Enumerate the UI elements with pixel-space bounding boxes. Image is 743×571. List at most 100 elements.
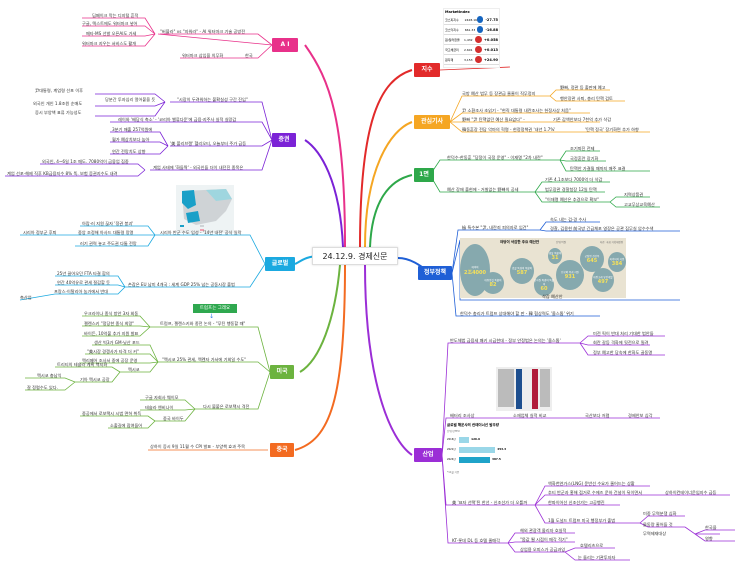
node[interactable]: 지역상품권 bbox=[624, 192, 644, 197]
node[interactable]: 尹 소환조사 초읽기 - "현직 대통령 내란조사는 헌정사상 처음" bbox=[462, 108, 571, 113]
node[interactable]: 삭감 예산안 bbox=[542, 294, 563, 299]
node[interactable]: 트리티의 테슬라 계획 백지화 bbox=[57, 362, 108, 367]
node[interactable]: "이재명 예산은 추경으로 확보" bbox=[545, 197, 600, 202]
node[interactable]: 중공에서 로보택시 시범 면허 취득 bbox=[82, 411, 142, 416]
node[interactable]: 1월 도널드 트럼프 미국 행정부가 출범 bbox=[548, 518, 616, 523]
node[interactable]: 외국인 개인 1.8조원 순매도 bbox=[33, 101, 83, 106]
node[interactable]: 국정혼란 장기화 bbox=[570, 156, 599, 161]
node[interactable]: 기존 감액안보다 7천억 추가 삭감 bbox=[553, 117, 612, 122]
central-topic[interactable]: 24.12.9. 경제신문 bbox=[312, 247, 398, 265]
node[interactable]: 美 '표자 선택'된 한선 - 신조선가 더 오를까 bbox=[452, 500, 528, 505]
node[interactable]: 러기 권력 놓고 주도권 다툼 전망 bbox=[80, 241, 137, 246]
node[interactable]: 워터마크 삽입을 의무화 bbox=[182, 53, 224, 58]
node[interactable]: 워터마크 지우는 서비스도 활개 bbox=[82, 41, 137, 46]
node[interactable]: 구글, 텍스트에도 워터마크 넣어 bbox=[82, 21, 138, 26]
topic-global[interactable]: 글로벌 bbox=[265, 257, 295, 271]
node[interactable]: 추티 반군과 홍해 접거로 수에즈 운하 건널이 뒤이면서 bbox=[548, 490, 643, 495]
node[interactable]: 3분기 매출 257억원에 bbox=[112, 127, 153, 132]
node[interactable]: "몸값 뛸 시점이 매각 적기" bbox=[520, 537, 568, 542]
node[interactable]: 경찰, 김용현 前국방 긴급체포 영장은 공관 집무실 압수수색 bbox=[550, 226, 654, 231]
node[interactable]: 반도체법 금융세 패키 시급한데 - 정부 안정법은 논의는 '올스톱' bbox=[450, 338, 561, 343]
node[interactable]: 메타·MS 선발 오픈AI도 가세 bbox=[86, 31, 137, 36]
node[interactable]: 국산보다 저렴 bbox=[585, 413, 610, 418]
node[interactable]: 행안장관 사퇴, 총리 탄핵 검토 bbox=[560, 96, 613, 101]
topic-industry[interactable]: 산업 bbox=[414, 448, 442, 462]
node[interactable]: 미전 픽이 반대 처리 기대한 법안들 bbox=[593, 331, 654, 336]
node[interactable]: 韓동훈장 전담 악마의 혁명 - 현정정책권 '내년 1.7%' bbox=[462, 127, 556, 132]
topic-ai[interactable]: A I bbox=[272, 38, 298, 52]
node[interactable]: 물동량 줄어들 것 bbox=[643, 522, 673, 527]
node[interactable]: 경제안보 심각 bbox=[628, 413, 653, 418]
node[interactable]: 한덕수 총리가 트럼프 상대해야 할 판 - 韓 협상력도 '올스톱' 위기 bbox=[460, 311, 574, 316]
node[interactable]: 액화천연가스(LNG) 운반선 수요가 줄어드는 상황 bbox=[548, 481, 635, 486]
node[interactable]: 테슬라 엔비나이 bbox=[145, 405, 174, 410]
topic-front[interactable]: 1면 bbox=[414, 168, 434, 182]
node[interactable]: 시리아 정부군 후퇴 bbox=[23, 230, 57, 235]
node[interactable]: 월가 예상치보다 높아 bbox=[112, 137, 150, 142]
topic-china[interactable]: 중국 bbox=[270, 443, 294, 457]
topic-policy[interactable]: 정부정책 bbox=[418, 266, 452, 280]
node[interactable]: KT·롯데 DL 등 호텔 줄매각 bbox=[452, 538, 501, 543]
node[interactable]: "美시장 경쟁사가 타격 더 커" bbox=[87, 349, 139, 354]
node[interactable]: 상하이 증시 9일 11월 수 CPI 발표 - 부양책 효과 주목 bbox=[150, 444, 245, 449]
node[interactable]: 당분간 투자심리 얼어붙을 듯 bbox=[105, 97, 156, 102]
topic-interest[interactable]: 관심기사 bbox=[414, 115, 450, 129]
node[interactable]: 한국을 bbox=[705, 525, 717, 530]
topic-stock[interactable]: 증권 bbox=[272, 133, 296, 147]
node[interactable]: 무역제재대상 bbox=[643, 531, 667, 536]
node[interactable]: 축산업 bbox=[20, 295, 32, 300]
node[interactable]: '탄핵 정국' 장기화면 추가 하향 bbox=[585, 127, 639, 132]
node[interactable]: 檢 특수본 "尹, 내란죄 피의자로 입건" bbox=[462, 225, 529, 230]
node[interactable]: 멕시코 충남익 bbox=[37, 373, 62, 378]
node[interactable]: 조기퇴진 전제 bbox=[570, 146, 595, 151]
node[interactable]: 젤렌스키 "정당한 종식 희망" bbox=[84, 321, 135, 326]
node[interactable]: 회란 갈등 격화에 뒷전으로 밀려 bbox=[593, 340, 649, 345]
node[interactable]: 구글 자회사 웨이모 bbox=[145, 395, 179, 400]
node[interactable]: 다시 불붙은 로보택시 격전 bbox=[203, 404, 250, 409]
node[interactable]: 계엄 선포·해제 직후 KB금융지수 8% 뚝. 보험 증권지수도 내려 bbox=[7, 171, 118, 176]
node[interactable]: 바이든, 10억불 추가 지원 발표 bbox=[84, 331, 139, 336]
node[interactable]: 트럼프, 젤렌스키와 종전 논의 - "푸틴 행동할 때" bbox=[160, 321, 246, 326]
node[interactable]: 상하이컨테이너운임지수 급등 bbox=[665, 490, 717, 495]
node[interactable]: 레이와 '배당식 축소' - '코리아 밸류다운'에 금융·지주사 실적 실망감 bbox=[118, 117, 237, 122]
node[interactable]: 생산 빅3가 GM·닛산 포드 bbox=[94, 340, 140, 345]
node[interactable]: 소출길에 잠여들어 bbox=[110, 423, 143, 428]
node[interactable]: 野빠 "尹 탄핵없던 예산 필요없다" - bbox=[462, 117, 525, 122]
node[interactable]: 기존 4.1조보다 7000억 더 삭감 bbox=[545, 177, 603, 182]
node[interactable]: 외국인, 4~6일 1조 매도. 7080억이 금융업 집중 bbox=[42, 159, 129, 164]
node[interactable]: 호텔리츠으로 bbox=[580, 543, 604, 548]
node[interactable]: "멕시코 25% 관세, 멕렌자 가서에 기회일 수도" bbox=[162, 357, 247, 362]
node[interactable]: 한국 bbox=[245, 53, 253, 58]
node[interactable]: 영향 bbox=[705, 536, 713, 541]
node[interactable]: 멕시코 bbox=[128, 367, 140, 372]
node[interactable]: 시리아 반군 수도 입성 - '14년 내전' 공식 일락 bbox=[160, 230, 242, 235]
node[interactable]: 중국 바이두 bbox=[163, 416, 184, 421]
node[interactable]: 소재업체 실적 비교 bbox=[513, 413, 547, 418]
node[interactable]: 아랍·러 지원 끊자 '정권 붕괴' bbox=[82, 221, 134, 226]
node[interactable]: "시장이 두려워하는 불확실성 구간 진입" bbox=[177, 97, 248, 102]
node[interactable]: 고교무상교육예산 bbox=[624, 202, 655, 207]
node[interactable]: 계엄 사태에 '화들짝' - 외국인들 더이 내던진 종목은 bbox=[153, 165, 244, 170]
node[interactable]: 한파이어선 신조선가는 고공행진 bbox=[548, 500, 605, 505]
node[interactable]: 해외 관광객 몰리자 호실적 bbox=[520, 528, 567, 533]
node[interactable]: 눈 돌리는 기관투자자 bbox=[578, 555, 616, 560]
node[interactable]: 연간 전망치도 상향 bbox=[112, 149, 146, 154]
node[interactable]: 한덕수·한동훈 "당정이 국정 운영" - 이재명 "2차 내란" bbox=[447, 155, 543, 160]
node[interactable]: 예산 장애 출현에 - 거칠없는 野빠의 공세 bbox=[447, 187, 519, 192]
node[interactable]: 상업용 오피스가 공급과잉 bbox=[520, 547, 566, 552]
node[interactable]: 멕리페어 조사서 중에 공장 운영 bbox=[82, 358, 138, 363]
node[interactable]: 손잡은 EU 남미 4개국 : 세계 GDP 25% 넘는 공동시장 출범 bbox=[128, 282, 235, 287]
node[interactable]: 정부 예고한 당숙에 한화도 골동명 bbox=[593, 350, 653, 355]
node[interactable]: 미중 무역분쟁 심화 bbox=[643, 511, 677, 516]
node[interactable]: 잘 정렬수도 있다. bbox=[27, 385, 58, 390]
node[interactable]: 탄핵안 가결될 때까지 매주 표결 bbox=[570, 166, 626, 171]
node[interactable]: 법무장관 경찰청장 12일 탄핵 bbox=[545, 187, 597, 192]
node[interactable]: 우크라이나 종식 방안 3자 회동 bbox=[84, 311, 139, 316]
node[interactable]: 딥페이크 막는 디지털 흔적 bbox=[92, 13, 139, 18]
node[interactable]: 배터리 조사상 bbox=[450, 413, 475, 418]
topic-us[interactable]: 미국 bbox=[270, 365, 294, 379]
node[interactable]: 기아 멕시코 공장 bbox=[80, 377, 110, 382]
node[interactable]: 중앙 조정해 아사드 대통령 망명 bbox=[78, 230, 134, 235]
node[interactable]: 연간 40억유로 관세 절감할 듯 bbox=[57, 280, 111, 285]
node[interactable]: 프랑스·이탈리아 농가에서 반대 bbox=[54, 289, 109, 294]
